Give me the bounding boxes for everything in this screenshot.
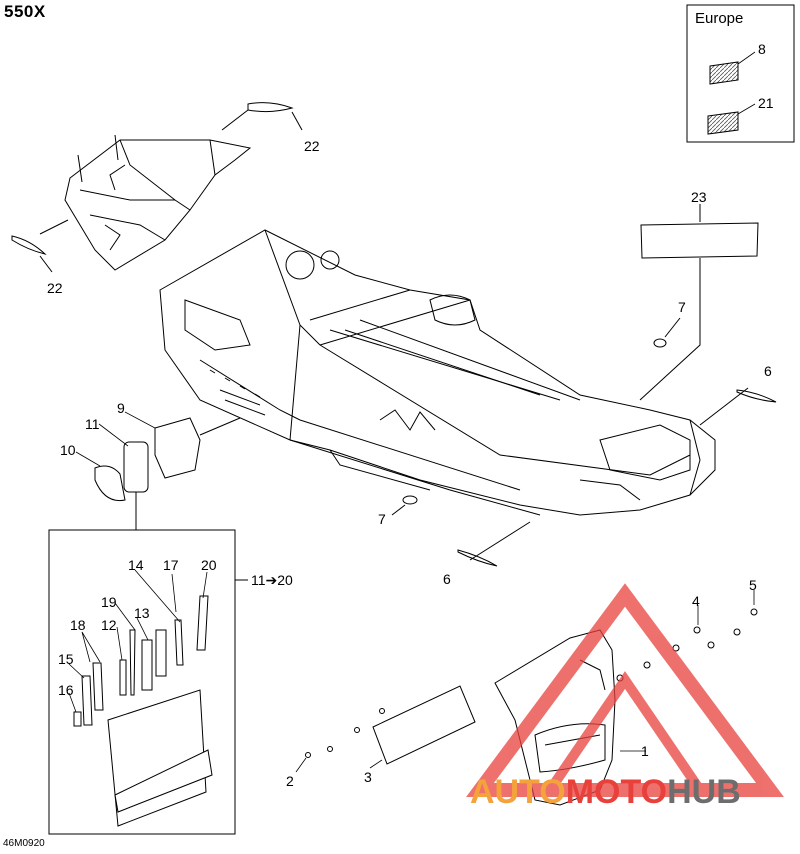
callout-17: 17 [163,557,179,573]
callout-15: 15 [58,651,74,667]
callout-5: 5 [749,577,757,593]
callout-7-lower: 7 [378,511,386,527]
callout-11: 11 [85,416,100,432]
chassis-frame [159,229,716,516]
watermark-part3: HUB [667,773,741,811]
callout-16: 16 [58,682,74,698]
model-title: 550X [4,2,46,21]
callout-21: 21 [758,95,774,111]
callout-1: 1 [641,743,649,759]
hardware [305,608,758,758]
callout-6-lower: 6 [443,571,451,587]
strap-10 [94,465,126,502]
decal-23-label [640,222,759,259]
decal-22-left [11,235,47,255]
watermark-part2: MOTO [566,773,667,811]
europe-inset-title: Europe [695,10,743,27]
watermark-part1: AUTO [470,773,566,811]
callout-14: 14 [128,557,144,573]
decal-8-shape [709,61,739,85]
part-9 [154,417,201,479]
plate-panel [372,685,476,765]
decal-6-lower [457,549,498,567]
callout-9: 9 [117,400,125,416]
callout-23: 23 [691,189,707,205]
callout-22-left: 22 [47,280,63,296]
callout-20: 20 [201,557,217,573]
tool-kit-box [48,529,248,835]
watermark-logo-triangle [466,583,784,797]
callout-22-upper: 22 [304,138,320,154]
callout-19: 19 [101,594,117,610]
callout-6-right: 6 [764,363,772,379]
callout-12: 12 [101,617,117,633]
light-7-upper [653,338,667,348]
reference-code: 46M0920 [3,838,45,849]
callout-7-upper: 7 [678,299,686,315]
watermark: AUTOMOTOHUB [466,583,784,811]
callout-3: 3 [364,769,372,785]
callout-kit-range: 11➔20 [251,572,293,588]
europe-inset: Europe [686,4,795,143]
callout-4: 4 [692,593,700,609]
callout-18: 18 [70,617,86,633]
decal-21-shape [707,111,739,135]
tool-tube-11 [123,441,149,493]
callout-2: 2 [286,773,294,789]
svg-text:AUTOMOTOHUB: AUTOMOTOHUB [470,773,741,811]
callout-13: 13 [134,605,150,621]
leader-lines [68,411,755,773]
front-pan-part [64,134,252,271]
callout-8: 8 [758,41,766,57]
decal-22-upper [247,102,294,113]
light-7-lower [402,495,418,505]
decal-6-right [736,389,777,403]
callouts: 1 2 3 4 5 6 6 7 7 8 9 10 11 12 13 14 15 … [47,41,774,789]
callout-10: 10 [60,442,76,458]
